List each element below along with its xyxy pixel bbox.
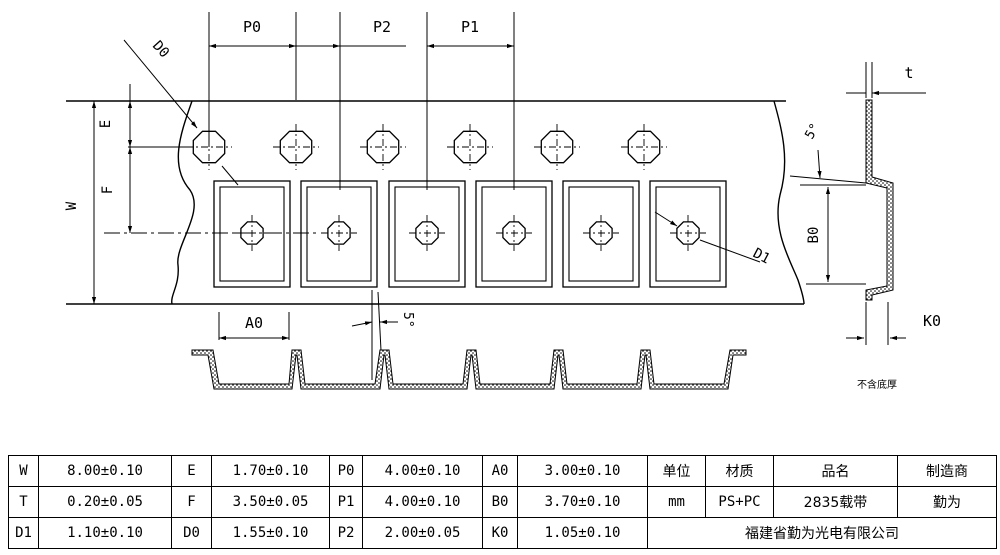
label-f: F [100,186,116,194]
sprocket-hole [447,124,493,170]
label-w: W [64,201,80,210]
pocket [388,180,466,288]
spec-cell: 1.70±0.10 [211,455,330,487]
tape-cross-section [191,349,747,390]
spec-cell: 3.50±0.05 [211,486,330,518]
a0-dimension [218,312,290,341]
sprocket-hole [621,124,667,170]
spec-cell: P0 [329,455,363,487]
label-angle-bottom: 5° [400,312,415,328]
spec-cell: 品名 [773,455,898,487]
spec-cell: P1 [329,486,363,518]
vertical-dimensions [91,84,320,304]
spec-cell: A0 [482,455,518,487]
pocket [300,180,378,288]
label-b0: B0 [806,227,822,244]
spec-cell: PS+PC [705,486,774,518]
d0-dimension [123,39,239,186]
tape-outline [66,100,805,305]
d1-dimension [654,211,761,263]
sprocket-hole [273,124,319,170]
spec-cell: 1.55±0.10 [211,517,330,549]
label-d0: D0 [149,38,172,61]
label-p2: P2 [373,18,391,36]
spec-cell: 3.70±0.10 [517,486,648,518]
side-cross-section [865,99,894,301]
spec-cell: E [171,455,212,487]
spec-cell: B0 [482,486,518,518]
spec-cell: 4.00±0.10 [362,486,483,518]
spec-cell: W [8,455,39,487]
spec-cell: 8.00±0.10 [38,455,172,487]
pocket [475,180,553,288]
label-p0: P0 [243,18,261,36]
spec-cell: K0 [482,517,518,549]
spec-cell: 制造商 [897,455,997,487]
spec-cell: 3.00±0.10 [517,455,648,487]
spec-cell: F [171,486,212,518]
label-e: E [98,120,114,128]
label-k0: K0 [923,312,941,330]
spec-cell: D1 [8,517,39,549]
spec-cell: 2835载带 [773,486,898,518]
sprocket-holes [186,124,667,170]
spec-cell: 勤为 [897,486,997,518]
spec-cell: D0 [171,517,212,549]
spec-cell: 2.00±0.05 [362,517,483,549]
spec-cell: T [8,486,39,518]
pocket [649,180,727,288]
label-t: t [904,64,913,82]
spec-cell: 4.00±0.10 [362,455,483,487]
sprocket-hole [186,124,232,170]
sprocket-hole [534,124,580,170]
carrier-tape-drawing: P0 P2 P1 D0 D1 E F W A0 5° [64,12,941,391]
side-dimensions [789,62,926,345]
label-d1: D1 [750,245,772,267]
label-note-no-bottom-thickness: 不含底厚 [857,378,897,391]
pockets [213,180,727,288]
label-angle-top: 5° [802,121,823,142]
spec-cell: 单位 [647,455,706,487]
spec-cell: 1.05±0.10 [517,517,648,549]
spec-cell: 福建省勤为光电有限公司 [647,517,997,549]
label-a0: A0 [245,314,263,332]
spec-cell: mm [647,486,706,518]
spec-cell: 0.20±0.05 [38,486,172,518]
spec-cell: 1.10±0.10 [38,517,172,549]
pitch-dimensions [208,12,515,190]
spec-cell: 材质 [705,455,774,487]
label-p1: P1 [461,18,479,36]
sprocket-hole [360,124,406,170]
spec-cell: P2 [329,517,363,549]
pocket [213,180,291,288]
pocket [562,180,640,288]
